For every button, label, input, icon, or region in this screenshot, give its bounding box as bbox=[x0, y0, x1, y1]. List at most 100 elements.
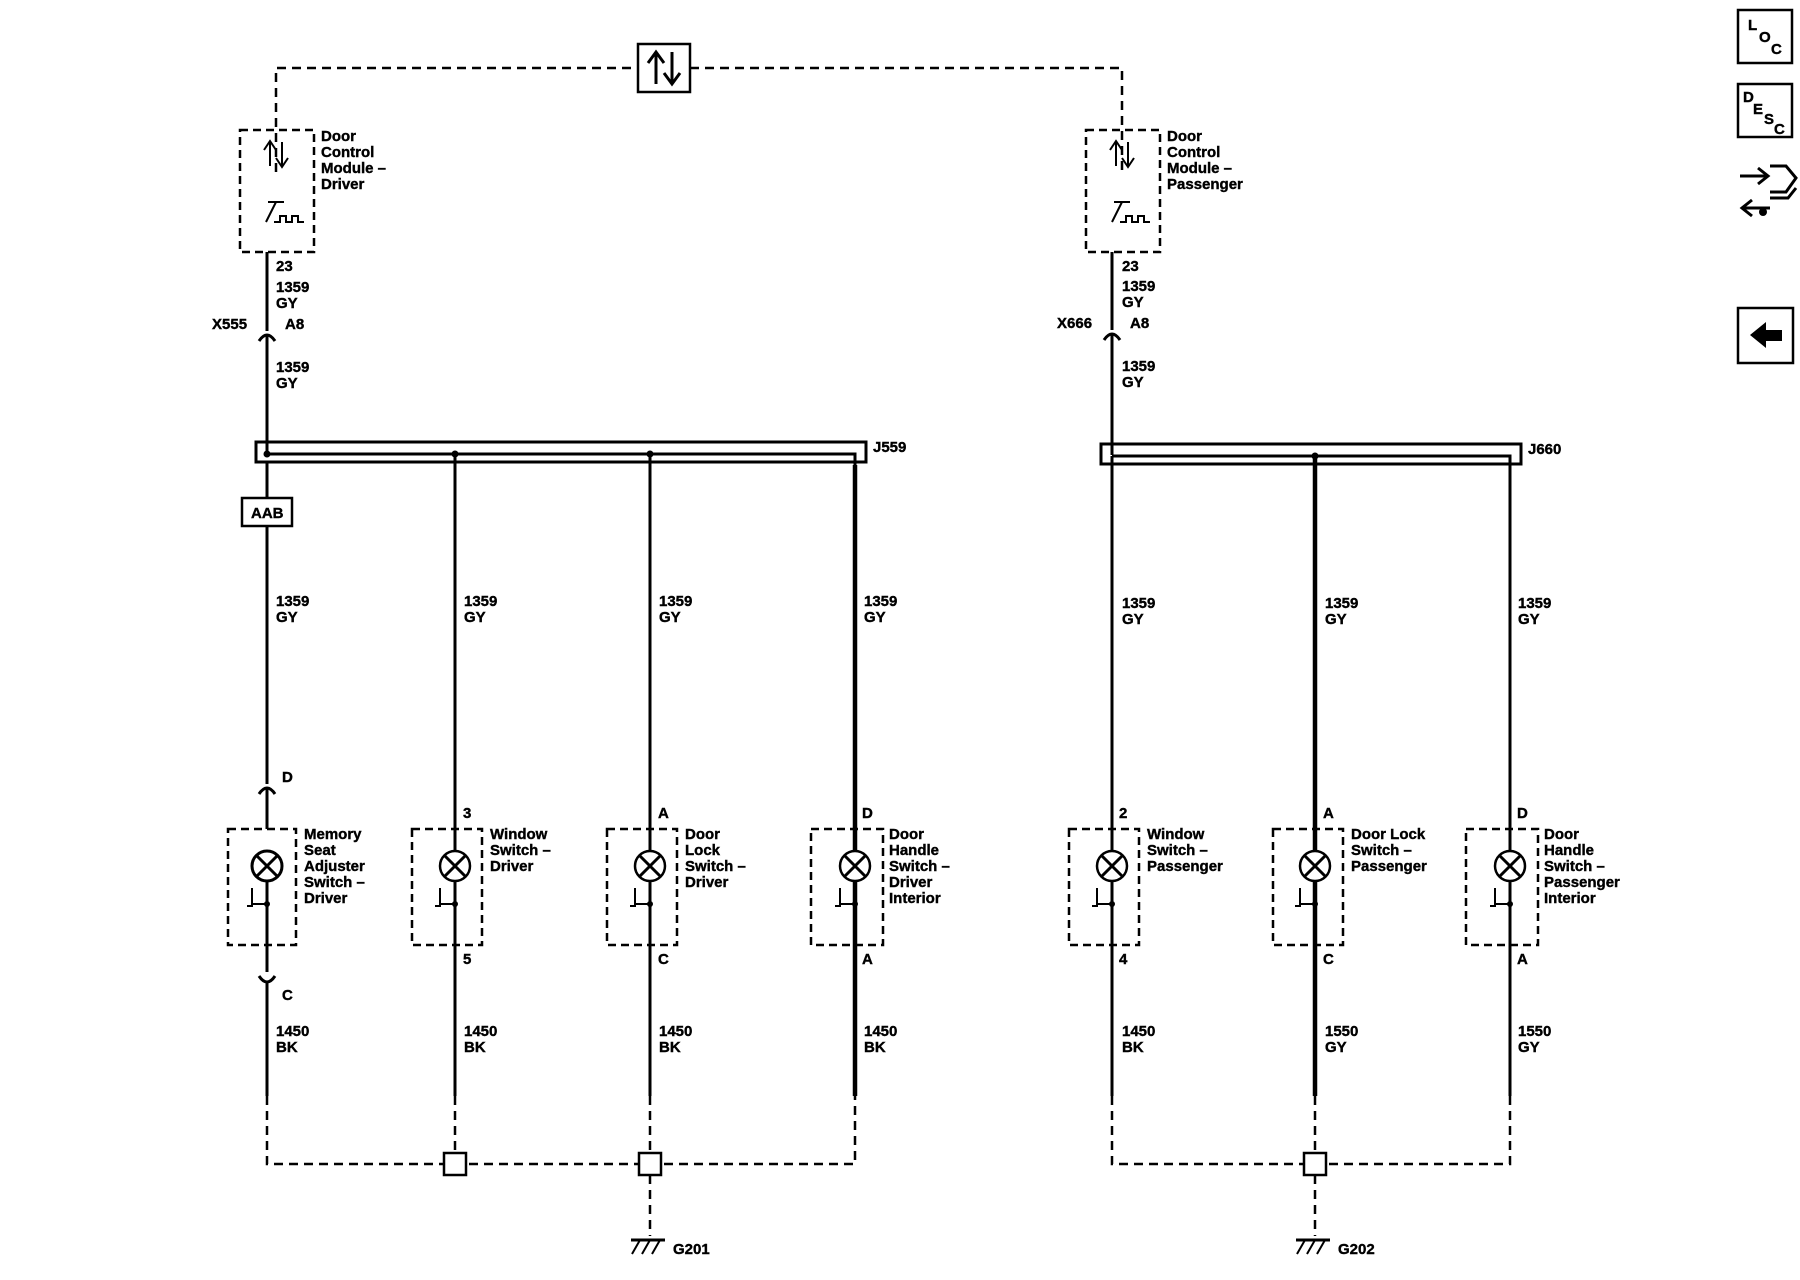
wire-circuit: 1550 bbox=[1325, 1023, 1358, 1040]
switch-label-line: Memory bbox=[304, 826, 362, 843]
module-label-line: Driver bbox=[321, 176, 365, 193]
ground-icon bbox=[631, 1238, 665, 1255]
door-control-module-driver: Door Control Module – Driver 23 bbox=[238, 128, 386, 275]
switch-label-line: Driver bbox=[304, 890, 348, 907]
wire-color: GY bbox=[1122, 294, 1144, 311]
pin-label: C bbox=[1323, 951, 1334, 968]
connector-pin: A8 bbox=[285, 316, 304, 333]
wire-color: GY bbox=[276, 375, 298, 392]
door-handle-switch-passenger-interior: D A Door Handle Switch – Passenger Inter… bbox=[1464, 805, 1620, 968]
switch-label-line: Door bbox=[889, 826, 924, 843]
module-label-line: Control bbox=[1167, 144, 1220, 161]
wire-color: BK bbox=[864, 1039, 886, 1056]
back-button[interactable] bbox=[1736, 306, 1795, 365]
loc-letter: C bbox=[1771, 41, 1782, 58]
ground-label: G202 bbox=[1338, 1241, 1375, 1258]
connector-pin: A8 bbox=[1130, 315, 1149, 332]
switch-label-line: Switch – bbox=[304, 874, 365, 891]
wire-color: GY bbox=[1325, 1039, 1347, 1056]
switch-label-line: Switch – bbox=[685, 858, 746, 875]
pin-label: 4 bbox=[1119, 951, 1128, 968]
window-switch-passenger: 2 4 Window Switch – Passenger bbox=[1067, 805, 1223, 968]
door-lock-switch-driver: A C Door Lock Switch – Driver bbox=[605, 805, 746, 968]
switch-label-line: Handle bbox=[889, 842, 939, 859]
switch-label-line: Door bbox=[1544, 826, 1579, 843]
pin-label: 23 bbox=[276, 258, 293, 275]
location-button[interactable]: L O C bbox=[1736, 8, 1794, 65]
pin-label: D bbox=[282, 769, 293, 786]
pin-label: C bbox=[658, 951, 669, 968]
pin-label: 2 bbox=[1119, 805, 1127, 822]
module-label-line: Module – bbox=[321, 160, 386, 177]
serial-data-bus bbox=[274, 42, 1124, 172]
door-control-module-passenger: Door Control Module – Passenger 23 bbox=[1084, 128, 1243, 275]
switch-label-line: Switch – bbox=[1544, 858, 1605, 875]
pin-label: A bbox=[1323, 805, 1334, 822]
wire-circuit: 1550 bbox=[1518, 1023, 1551, 1040]
door-handle-switch-driver-interior: D A Door Handle Switch – Driver Interior bbox=[809, 805, 950, 968]
module-label-line: Control bbox=[321, 144, 374, 161]
serial-data-icon bbox=[636, 42, 692, 94]
splice-label-aab: AAB bbox=[240, 496, 294, 528]
wire-circuit: 1359 bbox=[464, 593, 497, 610]
memory-seat-adjuster-switch-driver: D C Memory Seat Adjuster Switch – Driver bbox=[226, 769, 365, 1004]
switch-label-line: Passenger bbox=[1351, 858, 1427, 875]
switch-label-line: Passenger bbox=[1544, 874, 1620, 891]
connector-name: X666 bbox=[1057, 315, 1092, 332]
wire-color: BK bbox=[464, 1039, 486, 1056]
desc-letter: C bbox=[1774, 121, 1785, 138]
wire-circuit: 1359 bbox=[864, 593, 897, 610]
module-label-line: Door bbox=[1167, 128, 1202, 145]
switch-label-line: Passenger bbox=[1147, 858, 1223, 875]
wire-circuit: 1359 bbox=[1518, 595, 1551, 612]
switch-label-line: Switch – bbox=[490, 842, 551, 859]
switch-label-line: Window bbox=[1147, 826, 1205, 843]
connector-end-view-icon[interactable] bbox=[1739, 164, 1798, 218]
ground-label: G201 bbox=[673, 1241, 710, 1258]
wire-circuit: 1359 bbox=[659, 593, 692, 610]
wire-circuit: 1359 bbox=[1122, 278, 1155, 295]
pin-label: A bbox=[1517, 951, 1528, 968]
loc-letter: L bbox=[1748, 17, 1757, 34]
splice-pack-j559: J559 bbox=[254, 439, 907, 465]
switch-label-line: Lock bbox=[685, 842, 721, 859]
switch-label-line: Seat bbox=[304, 842, 336, 859]
wire-circuit: 1359 bbox=[1325, 595, 1358, 612]
ground-g202-network: G202 bbox=[1110, 1096, 1512, 1258]
wire-circuit: 1359 bbox=[276, 593, 309, 610]
wire-circuit: 1359 bbox=[1122, 595, 1155, 612]
switch-label-line: Door Lock bbox=[1351, 826, 1426, 843]
wire-color: BK bbox=[276, 1039, 298, 1056]
wire-circuit: 1359 bbox=[276, 359, 309, 376]
switch-label-line: Door bbox=[685, 826, 720, 843]
ground-g201-network: G201 bbox=[265, 1096, 857, 1258]
desc-letter: E bbox=[1753, 101, 1763, 118]
desc-letter: S bbox=[1764, 111, 1774, 128]
wire-circuit: 1450 bbox=[1122, 1023, 1155, 1040]
wire-color: GY bbox=[1122, 611, 1144, 628]
wire-circuit: 1450 bbox=[464, 1023, 497, 1040]
pin-label: A bbox=[862, 951, 873, 968]
wire-color: GY bbox=[659, 609, 681, 626]
pin-label: 3 bbox=[463, 805, 471, 822]
desc-letter: D bbox=[1743, 89, 1754, 106]
wire-color: GY bbox=[276, 609, 298, 626]
switch-label-line: Switch – bbox=[1147, 842, 1208, 859]
pin-label: D bbox=[1517, 805, 1528, 822]
back-arrow-icon bbox=[1750, 322, 1782, 348]
wire-circuit: 1450 bbox=[864, 1023, 897, 1040]
serial-data-arrows-icon bbox=[1109, 139, 1135, 169]
inline-connector-x666: X666 A8 bbox=[1057, 315, 1149, 341]
wire-color: GY bbox=[276, 295, 298, 312]
loc-letter: O bbox=[1759, 29, 1771, 46]
wire-color: GY bbox=[1518, 1039, 1540, 1056]
wire-circuit: 1450 bbox=[659, 1023, 692, 1040]
pin-label: A bbox=[658, 805, 669, 822]
wire-circuit: 1359 bbox=[1122, 358, 1155, 375]
pin-label: 23 bbox=[1122, 258, 1139, 275]
description-button[interactable]: D E S C bbox=[1736, 82, 1794, 139]
module-label-line: Module – bbox=[1167, 160, 1232, 177]
wire-color: BK bbox=[659, 1039, 681, 1056]
door-lock-switch-passenger: A C Door Lock Switch – Passenger bbox=[1271, 805, 1427, 968]
